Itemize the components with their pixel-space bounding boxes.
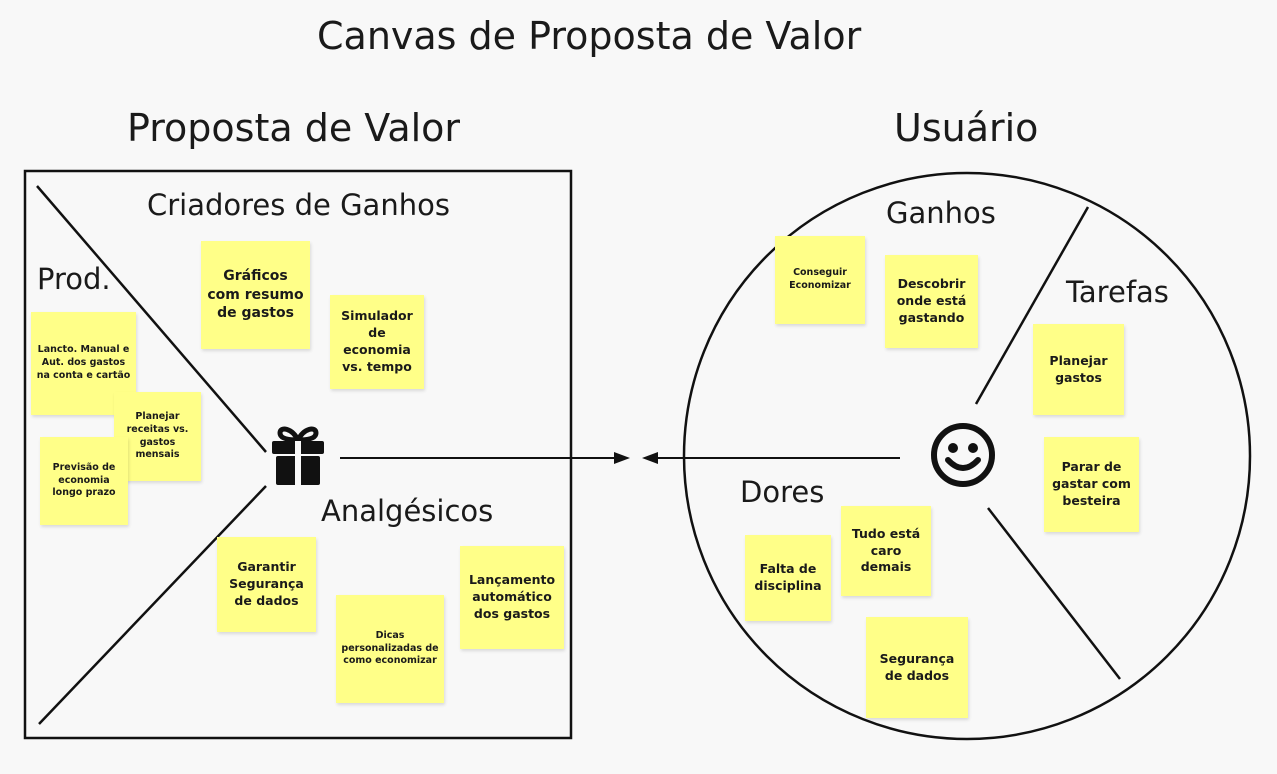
sticky-note-tudo[interactable]: Tudo está caro demais xyxy=(841,506,931,596)
customer-circle xyxy=(682,171,1252,741)
sticky-note-falta[interactable]: Falta de disciplina xyxy=(745,535,831,621)
sticky-note-lancamento[interactable]: Lançamento automático dos gastos xyxy=(460,546,564,649)
sticky-note-garantir[interactable]: Garantir Segurança de dados xyxy=(217,537,316,632)
sticky-note-graficos[interactable]: Gráficos com resumo de gastos xyxy=(201,241,310,349)
user-title: Usuário xyxy=(894,106,1039,150)
pain-relievers-label: Analgésicos xyxy=(321,494,494,528)
fit-arrow-right-head xyxy=(614,452,630,464)
sticky-note-planejar-receitas[interactable]: Planejar receitas vs. gastos mensais xyxy=(114,392,201,481)
products-label: Prod. xyxy=(37,262,111,296)
jobs-label: Tarefas xyxy=(1066,275,1169,309)
circle-divider-top xyxy=(974,206,1090,405)
smiley-icon xyxy=(931,423,995,487)
square-divider-bottom xyxy=(38,485,267,725)
pains-label: Dores xyxy=(740,475,825,509)
square-divider-top xyxy=(36,185,267,453)
sticky-note-planejar-gastos[interactable]: Planejar gastos xyxy=(1033,324,1124,415)
sticky-note-parar[interactable]: Parar de gastar com besteira xyxy=(1044,437,1139,532)
sticky-note-conseguir[interactable]: Conseguir Economizar xyxy=(775,236,865,324)
sticky-note-dicas[interactable]: Dicas personalizadas de como economizar xyxy=(336,595,444,703)
gain-creators-label: Criadores de Ganhos xyxy=(147,188,450,222)
sticky-note-previsao[interactable]: Previsão de economia longo prazo xyxy=(40,437,128,525)
sticky-note-simulador[interactable]: Simulador de economia vs. tempo xyxy=(330,295,424,389)
sticky-note-seguranca[interactable]: Segurança de dados xyxy=(866,617,968,718)
sticky-note-descobrir[interactable]: Descobrir onde está gastando xyxy=(885,255,978,348)
gains-label: Ganhos xyxy=(886,196,996,230)
canvas-title: Canvas de Proposta de Valor xyxy=(317,14,862,58)
circle-divider-bottom xyxy=(987,507,1121,680)
gift-icon xyxy=(272,426,324,485)
value-proposition-title: Proposta de Valor xyxy=(127,106,461,150)
fit-arrow-left-head xyxy=(642,452,658,464)
value-proposition-square xyxy=(23,169,573,740)
